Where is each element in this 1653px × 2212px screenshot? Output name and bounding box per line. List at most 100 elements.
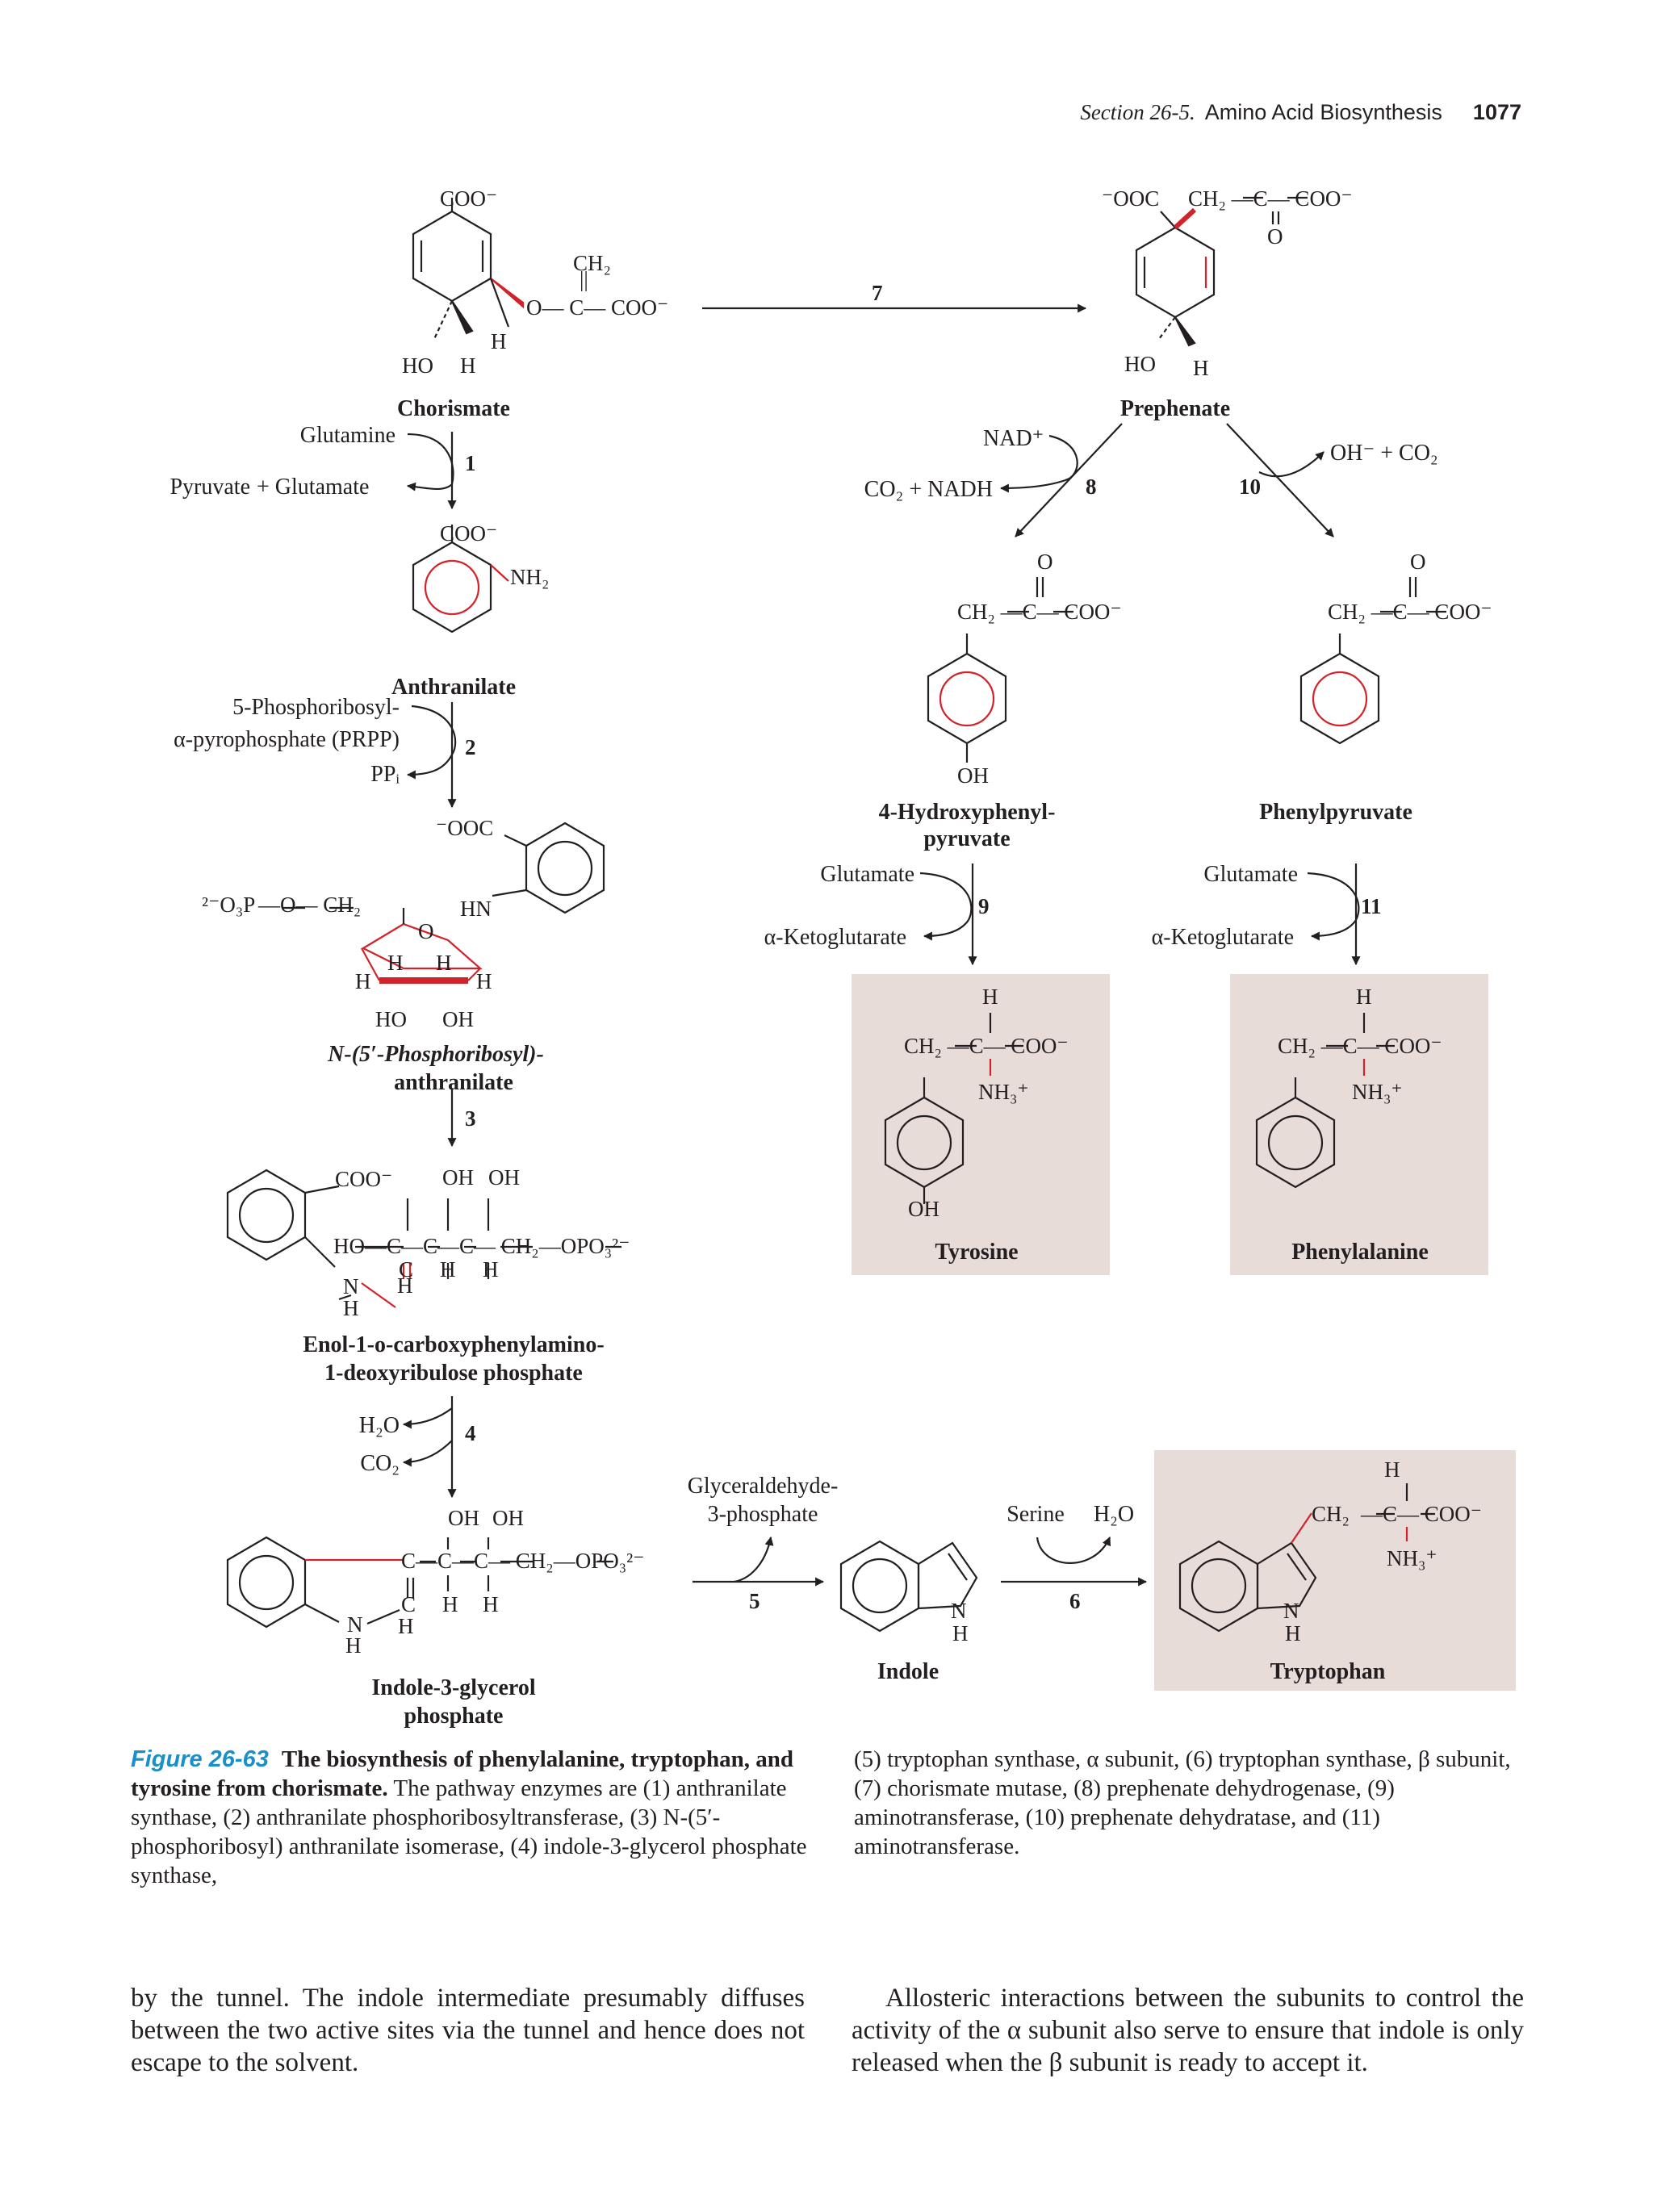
label-indole: Indole (877, 1659, 939, 1684)
svg-text:OH: OH (492, 1506, 524, 1530)
svg-text:H: H (483, 1592, 499, 1616)
caption-text-left: The pathway enzymes are (1) anthranilate… (131, 1775, 807, 1888)
indole-structure (839, 1540, 978, 1633)
svg-text:H: H (398, 1614, 414, 1638)
reagent-pyruvate: Pyruvate (169, 475, 250, 500)
svg-text:HN: HN (460, 897, 492, 921)
label-pra-line1: N-(5′-Phosphoribosyl)- (327, 1042, 544, 1067)
svg-text:H: H (345, 1633, 362, 1658)
svg-text:OH: OH (448, 1506, 479, 1530)
svg-text:CH₂: CH₂ (573, 251, 611, 275)
label-igp-line1: Indole-3-glycerol (371, 1675, 535, 1700)
svg-text:N: N (1283, 1599, 1299, 1623)
section-title: Amino Acid Biosynthesis (1204, 100, 1442, 124)
svg-text:²⁻O₃P: ²⁻O₃P (202, 893, 255, 917)
svg-text:H: H (476, 969, 492, 993)
svg-text:N: N (343, 1274, 359, 1298)
svg-text:OH: OH (442, 1007, 474, 1031)
reagent-prpp-line1: 5-Phosphoribosyl- (232, 695, 400, 720)
svg-text:H: H (1356, 985, 1372, 1009)
svg-text:COO⁻: COO⁻ (440, 521, 497, 546)
svg-text:O: O (1410, 550, 1426, 574)
step-3: 3 (465, 1106, 476, 1131)
svg-text:COO⁻: COO⁻ (335, 1167, 392, 1191)
step-5: 5 (749, 1589, 760, 1613)
chorismate-structure (412, 198, 525, 340)
phenylpyruvate-structure (1299, 577, 1446, 745)
indole-glycerol-phosphate-structure (226, 1536, 613, 1629)
reagent-co2-nadh: CO₂ + NADH (864, 477, 993, 502)
label-hpp-line2: pyruvate (923, 826, 1010, 851)
svg-text:CH₂ —C— COO⁻: CH₂ —C— COO⁻ (1278, 1034, 1442, 1058)
label-phenylalanine: Phenylalanine (1291, 1240, 1429, 1265)
reagent-glutamine: Glutamine (300, 423, 395, 448)
svg-text:H: H (436, 951, 452, 975)
svg-text:OH: OH (488, 1165, 520, 1190)
label-anthranilate: Anthranilate (391, 675, 516, 700)
figure-caption-right: (5) tryptophan synthase, α subunit, (6) … (854, 1745, 1524, 1861)
svg-text:H: H (343, 1296, 359, 1320)
svg-text:N: N (951, 1599, 967, 1623)
pathway-diagram: COO⁻ CH₂ || O— C— COO⁻ H HO H ⁻OOC CH₂ —… (169, 186, 1516, 1729)
svg-text:HO: HO (1124, 352, 1156, 376)
svg-text:H: H (982, 985, 998, 1009)
svg-text:CH₂ —C— COO⁻: CH₂ —C— COO⁻ (957, 600, 1122, 624)
svg-text:CH₂ —C— COO⁻: CH₂ —C— COO⁻ (1188, 186, 1353, 211)
atom-labels: COO⁻ CH₂ || O— C— COO⁻ H HO H ⁻OOC CH₂ —… (202, 186, 1492, 1658)
svg-text:HO: HO (375, 1007, 407, 1031)
svg-text:CH₂: CH₂ (1312, 1502, 1350, 1526)
svg-text:NH₃⁺: NH₃⁺ (1352, 1080, 1403, 1104)
reagent-akg-9: α-Ketoglutarate (764, 925, 906, 950)
label-phenylpyruvate: Phenylpyruvate (1259, 800, 1412, 825)
svg-text:O— C— COO⁻: O— C— COO⁻ (526, 295, 668, 320)
svg-text:O: O (1267, 224, 1283, 249)
reagent-ppi: PPᵢ (370, 762, 400, 787)
reagent-nad: NAD⁺ (983, 426, 1044, 451)
svg-text:H: H (387, 951, 404, 975)
reagent-h2o: H₂O (359, 1413, 400, 1438)
svg-text:COO⁻: COO⁻ (440, 186, 497, 211)
svg-text:H: H (460, 353, 476, 378)
reagent-akg-11: α-Ketoglutarate (1152, 925, 1294, 950)
step-4: 4 (465, 1421, 476, 1445)
svg-text:O: O (1037, 550, 1053, 574)
step-11: 11 (1361, 894, 1382, 918)
label-chorismate: Chorismate (397, 396, 510, 421)
label-pra-line2: anthranilate (394, 1070, 513, 1095)
reagent-oh-co2: OH⁻ + CO₂ (1330, 441, 1438, 466)
svg-text:N: N (347, 1612, 363, 1637)
tyrosine-structure (884, 1013, 1023, 1204)
svg-text:—O— CH₂: —O— CH₂ (257, 893, 361, 917)
svg-text:H: H (952, 1621, 969, 1645)
reagent-co2: CO₂ (360, 1451, 400, 1476)
svg-text:H: H (1384, 1457, 1400, 1482)
svg-text:OH: OH (442, 1165, 474, 1190)
svg-text:CH₂ —C— COO⁻: CH₂ —C— COO⁻ (1328, 600, 1492, 624)
step-7: 7 (872, 281, 883, 305)
caption-text-right: (5) tryptophan synthase, α subunit, (6) … (854, 1746, 1511, 1859)
running-header: Section 26-5. Amino Acid Biosynthesis 1077 (1080, 100, 1521, 125)
svg-text:H: H (355, 969, 371, 993)
label-igp-line2: phosphate (404, 1704, 504, 1729)
enol-intermediate-structure (226, 1169, 621, 1308)
label-enol-line1: Enol-1-o-carboxyphenylamino- (303, 1332, 604, 1357)
figure-title: The biosynthesis of phenylalanine, trypt… (131, 1746, 793, 1801)
svg-text:HO: HO (402, 353, 433, 378)
reagent-serine: Serine (1006, 1502, 1065, 1527)
reagent-glutamate-11: Glutamate (1203, 862, 1298, 887)
section-number: Section 26-5. (1080, 100, 1195, 124)
svg-text:H: H (1193, 356, 1209, 380)
body-text-left: by the tunnel. The indole intermediate p… (131, 1984, 805, 2077)
reagent-g3p-line1: Glyceraldehyde- (688, 1474, 839, 1499)
svg-text:NH₃⁺: NH₃⁺ (1387, 1546, 1437, 1570)
anthranilate-structure (412, 525, 509, 633)
body-text-right: Allosteric interactions between the subu… (852, 1984, 1524, 2077)
svg-text:—C— COO⁻: —C— COO⁻ (1360, 1502, 1482, 1526)
reagent-prpp-line2: α-pyrophosphate (PRPP) (174, 727, 400, 752)
reagent-glutamate-out: + Glutamate (257, 475, 369, 500)
page-number: 1077 (1472, 100, 1521, 124)
svg-text:OH: OH (957, 763, 989, 788)
svg-text:H: H (442, 1592, 458, 1616)
svg-text:H: H (1285, 1621, 1301, 1645)
